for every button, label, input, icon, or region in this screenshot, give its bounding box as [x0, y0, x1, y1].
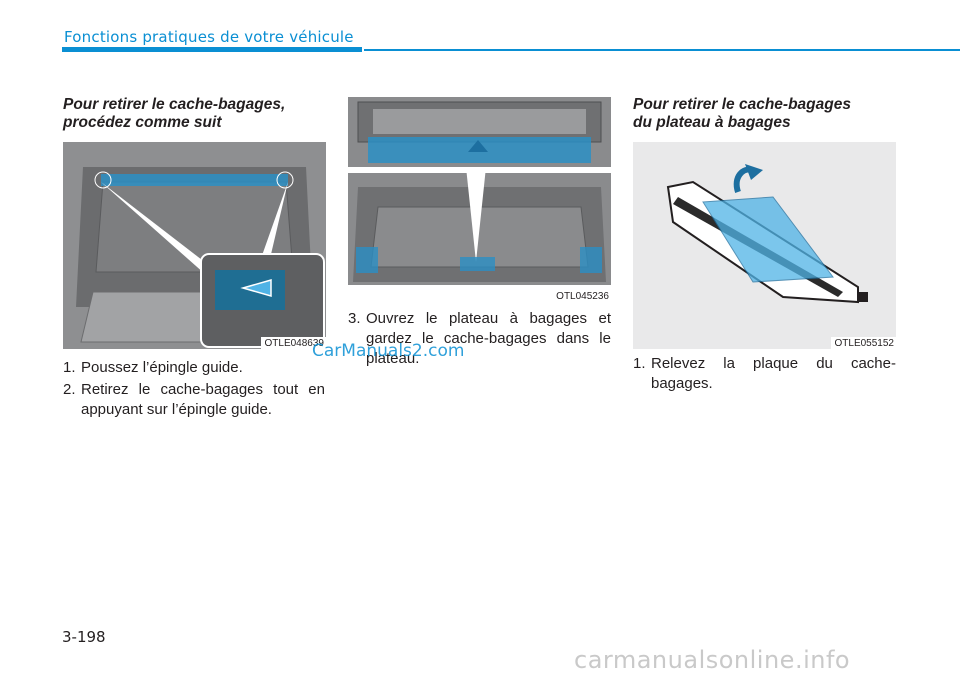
figure-code: OTLE048639: [260, 337, 326, 349]
step-number: 2.: [63, 381, 76, 398]
watermark-bottom: carmanualsonline.info: [574, 646, 851, 674]
figure-cargo-cover-pin: OTLE048639: [63, 142, 326, 349]
list-item: 1. Poussez l’épingle guide.: [63, 358, 325, 378]
figure-cover-plate: OTLE055152: [633, 142, 896, 349]
page-number: 3-198: [62, 628, 106, 646]
header-rule-thick: [62, 47, 362, 52]
list-item: 1. Relevez la plaque du cache-bagages.: [633, 354, 896, 394]
col2-steps: 3. Ouvrez le plateau à bagages et gardez…: [348, 309, 611, 369]
step-number: 3.: [348, 310, 361, 327]
watermark-middle: CarManuals2.com: [312, 341, 465, 361]
cover-plate-illustration: [633, 142, 896, 349]
list-item: 2. Retirez le cache-bagages tout en appu…: [63, 380, 325, 420]
step-text: Retirez le cache-bagages tout en appuyan…: [81, 381, 325, 418]
section-title: Fonctions pratiques de votre véhicule: [64, 28, 354, 46]
header-rule-thin: [364, 49, 960, 51]
step-text: Relevez la plaque du cache-bagages.: [651, 355, 896, 392]
col3-steps: 1. Relevez la plaque du cache-bagages.: [633, 354, 896, 394]
step-text: Poussez l’épingle guide.: [81, 359, 243, 376]
col1-steps: 1. Poussez l’épingle guide. 2. Retirez l…: [63, 358, 325, 420]
col1-heading-line1: Pour retirer le cache-bagages,: [63, 96, 286, 113]
col3-heading-line2: du plateau à bagages: [633, 114, 791, 131]
list-item: 3. Ouvrez le plateau à bagages et gardez…: [348, 309, 611, 369]
step-text: Ouvrez le plateau à bagages et gardez le…: [366, 310, 611, 367]
col1-heading: Pour retirer le cache-bagages, procédez …: [63, 96, 285, 132]
figure-code: OTL045236: [552, 290, 611, 302]
col1-heading-line2: procédez comme suit: [63, 114, 222, 131]
luggage-tray-illustration: [348, 97, 611, 302]
step-number: 1.: [63, 359, 76, 376]
figure-luggage-tray: OTL045236: [348, 97, 611, 302]
col3-heading: Pour retirer le cache-bagages du plateau…: [633, 96, 851, 132]
col3-heading-line1: Pour retirer le cache-bagages: [633, 96, 851, 113]
step-number: 1.: [633, 355, 646, 372]
cargo-area-illustration: [63, 142, 326, 349]
figure-code: OTLE055152: [830, 337, 896, 349]
